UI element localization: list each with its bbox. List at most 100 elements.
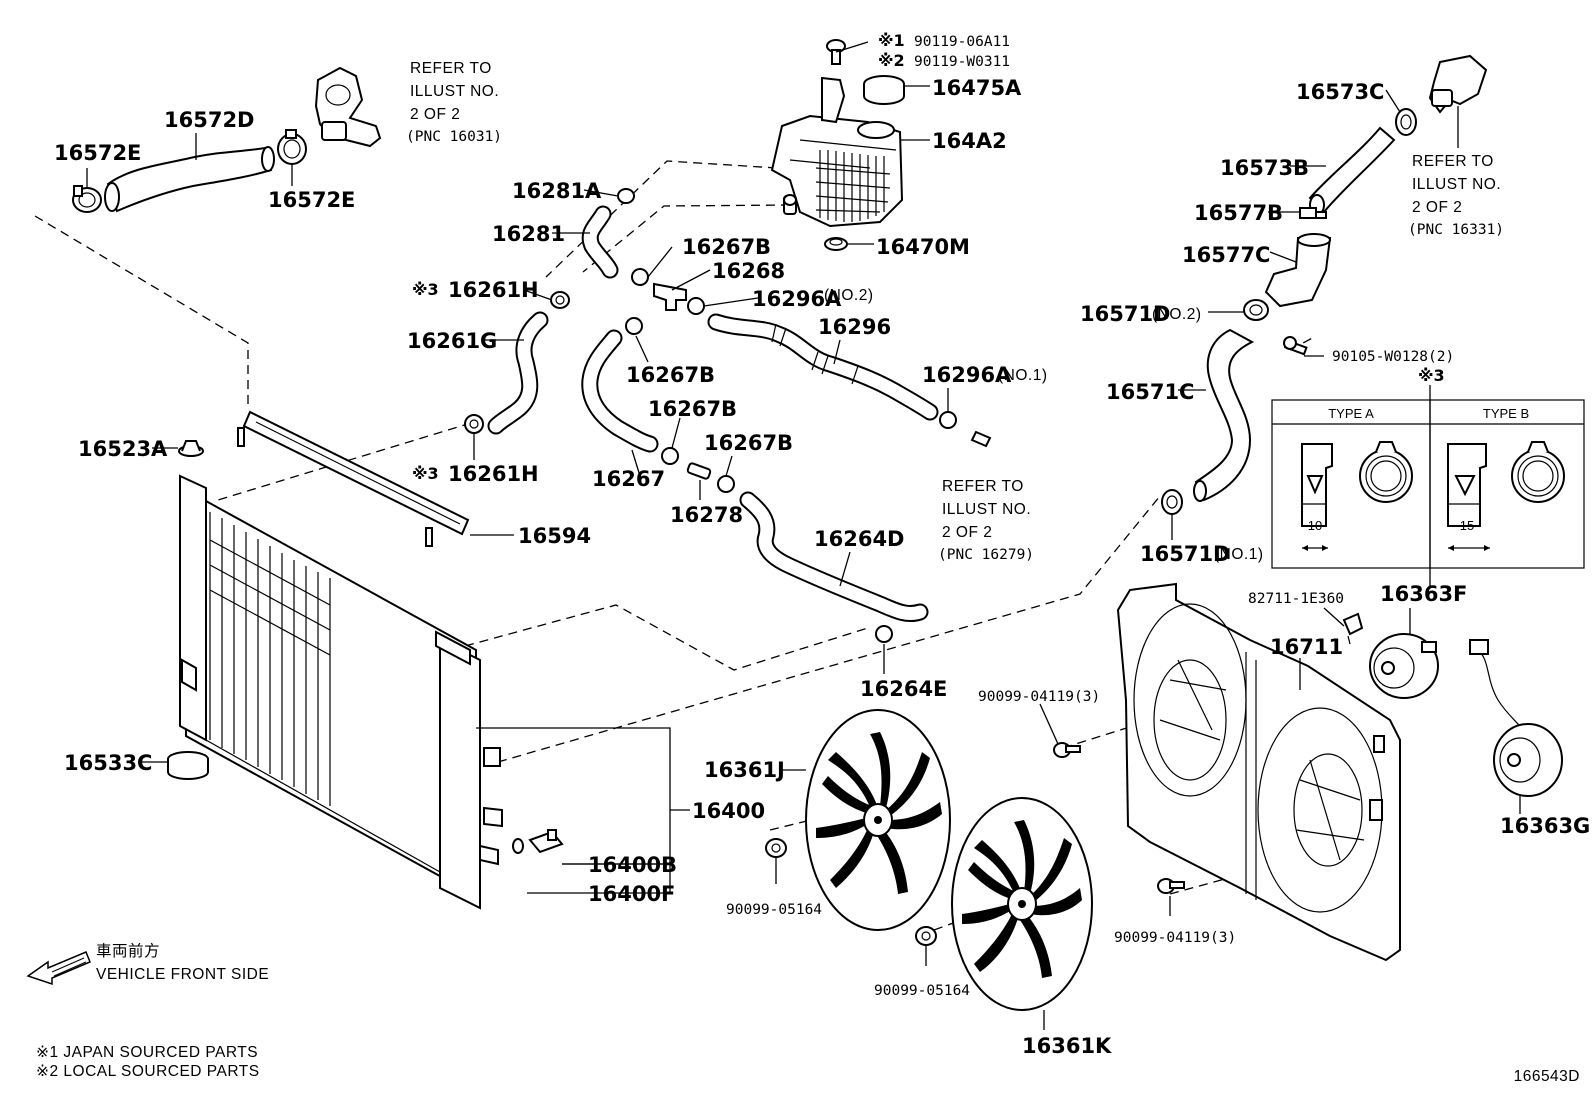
label-16264E: 16264E [860,677,947,701]
joint-16577C [1264,233,1332,308]
label-90099-04119-a: 90099-04119(3) [978,689,1100,705]
qualifier-16571D-no1: (NO.1) [1214,546,1264,563]
label-16264D: 16264D [814,527,905,551]
label-16571D-no2: 16571D [1080,302,1171,326]
hose-16571C [1193,328,1255,502]
label-16572E-left: 16572E [54,141,141,165]
clamp-16267B-b [625,317,643,335]
label-16400: 16400 [692,799,765,823]
leader-lines [86,41,1521,1030]
label-16470M: 16470M [876,235,970,259]
type-b-dimension: 15 [1460,518,1474,533]
label-16571D-no1: 16571D [1140,542,1231,566]
mark-2: ※2 [878,51,905,70]
refer-note-line: 2 OF 2 [942,524,992,541]
hose-16264D [739,491,929,623]
hose-16267 [581,329,659,453]
fan-16361J [805,709,951,931]
qualifier-16296A-no1: (NO.1) [998,367,1048,384]
label-90099-04119-b: 90099-04119(3) [1114,930,1236,946]
qualifier-16296A-no2: (NO.2) [824,287,874,304]
label-16711: 16711 [1270,635,1343,659]
footnote-1: ※1 JAPAN SOURCED PARTS [36,1044,258,1061]
label-16533C: 16533C [64,751,152,775]
bolt-90099-04119-b [1157,878,1185,894]
label-16281: 16281 [492,222,565,246]
label-16363G: 16363G [1500,814,1590,838]
label-16573C: 16573C [1296,80,1384,104]
clamp-16261H-top [550,291,570,309]
marks: ※1 ※2 ※3 ※3 ※3 [412,31,1445,483]
refer-note-pnc: (PNC 16331) [1408,222,1504,238]
label-16594: 16594 [518,524,591,548]
type-b-label: TYPE B [1483,406,1529,421]
qualifier-16571D-no2: (NO.2) [1152,306,1202,323]
label-16361K: 16361K [1022,1034,1112,1058]
label-16278: 16278 [670,503,743,527]
radiator-support-16594 [237,410,470,547]
clamp-16296A-no1 [939,411,957,429]
refer-note-line: 2 OF 2 [1412,199,1462,216]
type-a-label: TYPE A [1328,406,1374,421]
label-16261H-bottom: 16261H [448,462,539,486]
label-16573B: 16573B [1220,156,1309,180]
label-16475A: 16475A [932,76,1022,100]
clamp-type-table: TYPE A TYPE B 10 15 [1271,385,1585,588]
clamp-16571D-no1 [1161,489,1183,515]
label-16363F: 16363F [1380,582,1467,606]
drain-plug-16400B [528,829,564,854]
label-16577B: 16577B [1194,201,1283,225]
label-16267: 16267 [592,467,665,491]
label-16267B-b: 16267B [626,363,715,387]
thermostat-housing-upper [314,66,382,148]
fan-motor-16363F [1369,633,1439,699]
bolt-labels: 90119-06A11 90119-W0311 90105-W0128(2) 8… [726,34,1454,999]
fan-motor-16363G [1469,639,1563,797]
label-164A2: 164A2 [932,129,1007,153]
nut-90099-05164-b [915,926,937,946]
hose-16296 [707,313,939,421]
clamp-16264E [875,625,893,643]
vehicle-front-en: VEHICLE FRONT SIDE [96,966,269,983]
label-82711-1E360: 82711-1E360 [1248,591,1344,607]
nut-90099-05164-a [765,838,787,858]
clamp-16267B-d [717,475,735,493]
clip-16577B [1299,207,1327,219]
clamp-16267B-a [631,268,649,286]
clamp-16261H-bottom [464,414,484,434]
mark-1: ※1 [878,31,905,50]
reservoir-tank-164A2 [770,76,904,228]
thermostat-housing-right [1428,54,1488,114]
refer-note-line: REFER TO [942,478,1024,495]
vehicle-front-jp: 車両前方 [96,942,160,960]
label-16296A-no1: 16296A [922,363,1012,387]
label-16572E-right: 16572E [268,188,355,212]
clamp-16572E-left [72,185,102,213]
gasket-16470M [824,237,848,251]
clamp-16573C [1395,108,1417,136]
illustration-id: 166543D [1514,1068,1580,1085]
bolt-90105 [1283,336,1308,356]
label-16261G: 16261G [407,329,497,353]
refer-note-16031: REFER TO ILLUST NO. 2 OF 2 (PNC 16031) [406,60,502,145]
bolt-90099-04119-a [1053,742,1081,758]
refer-note-line: ILLUST NO. [942,501,1031,518]
label-90099-05164-b: 90099-05164 [874,983,970,999]
mark-3-top: ※3 [412,280,439,299]
label-90119-W0311: 90119-W0311 [914,54,1010,70]
refer-note-pnc: (PNC 16031) [406,129,502,145]
label-16577C: 16577C [1182,243,1270,267]
joint-16268 [653,282,687,311]
label-16281A: 16281A [512,179,602,203]
cushion-16533C [167,751,209,780]
label-16267B-c: 16267B [648,397,737,421]
valve-16278 [686,462,712,480]
o-ring-16400F [512,838,524,854]
hose-16281 [581,205,619,279]
refer-note-line: REFER TO [1412,153,1494,170]
refer-note-16279: REFER TO ILLUST NO. 2 OF 2 (PNC 16279) [938,478,1034,563]
footnote-2: ※2 LOCAL SOURCED PARTS [36,1063,260,1080]
clamp-16571D-no2 [1243,299,1269,321]
label-16268: 16268 [712,259,785,283]
label-16261H-top: 16261H [448,278,539,302]
